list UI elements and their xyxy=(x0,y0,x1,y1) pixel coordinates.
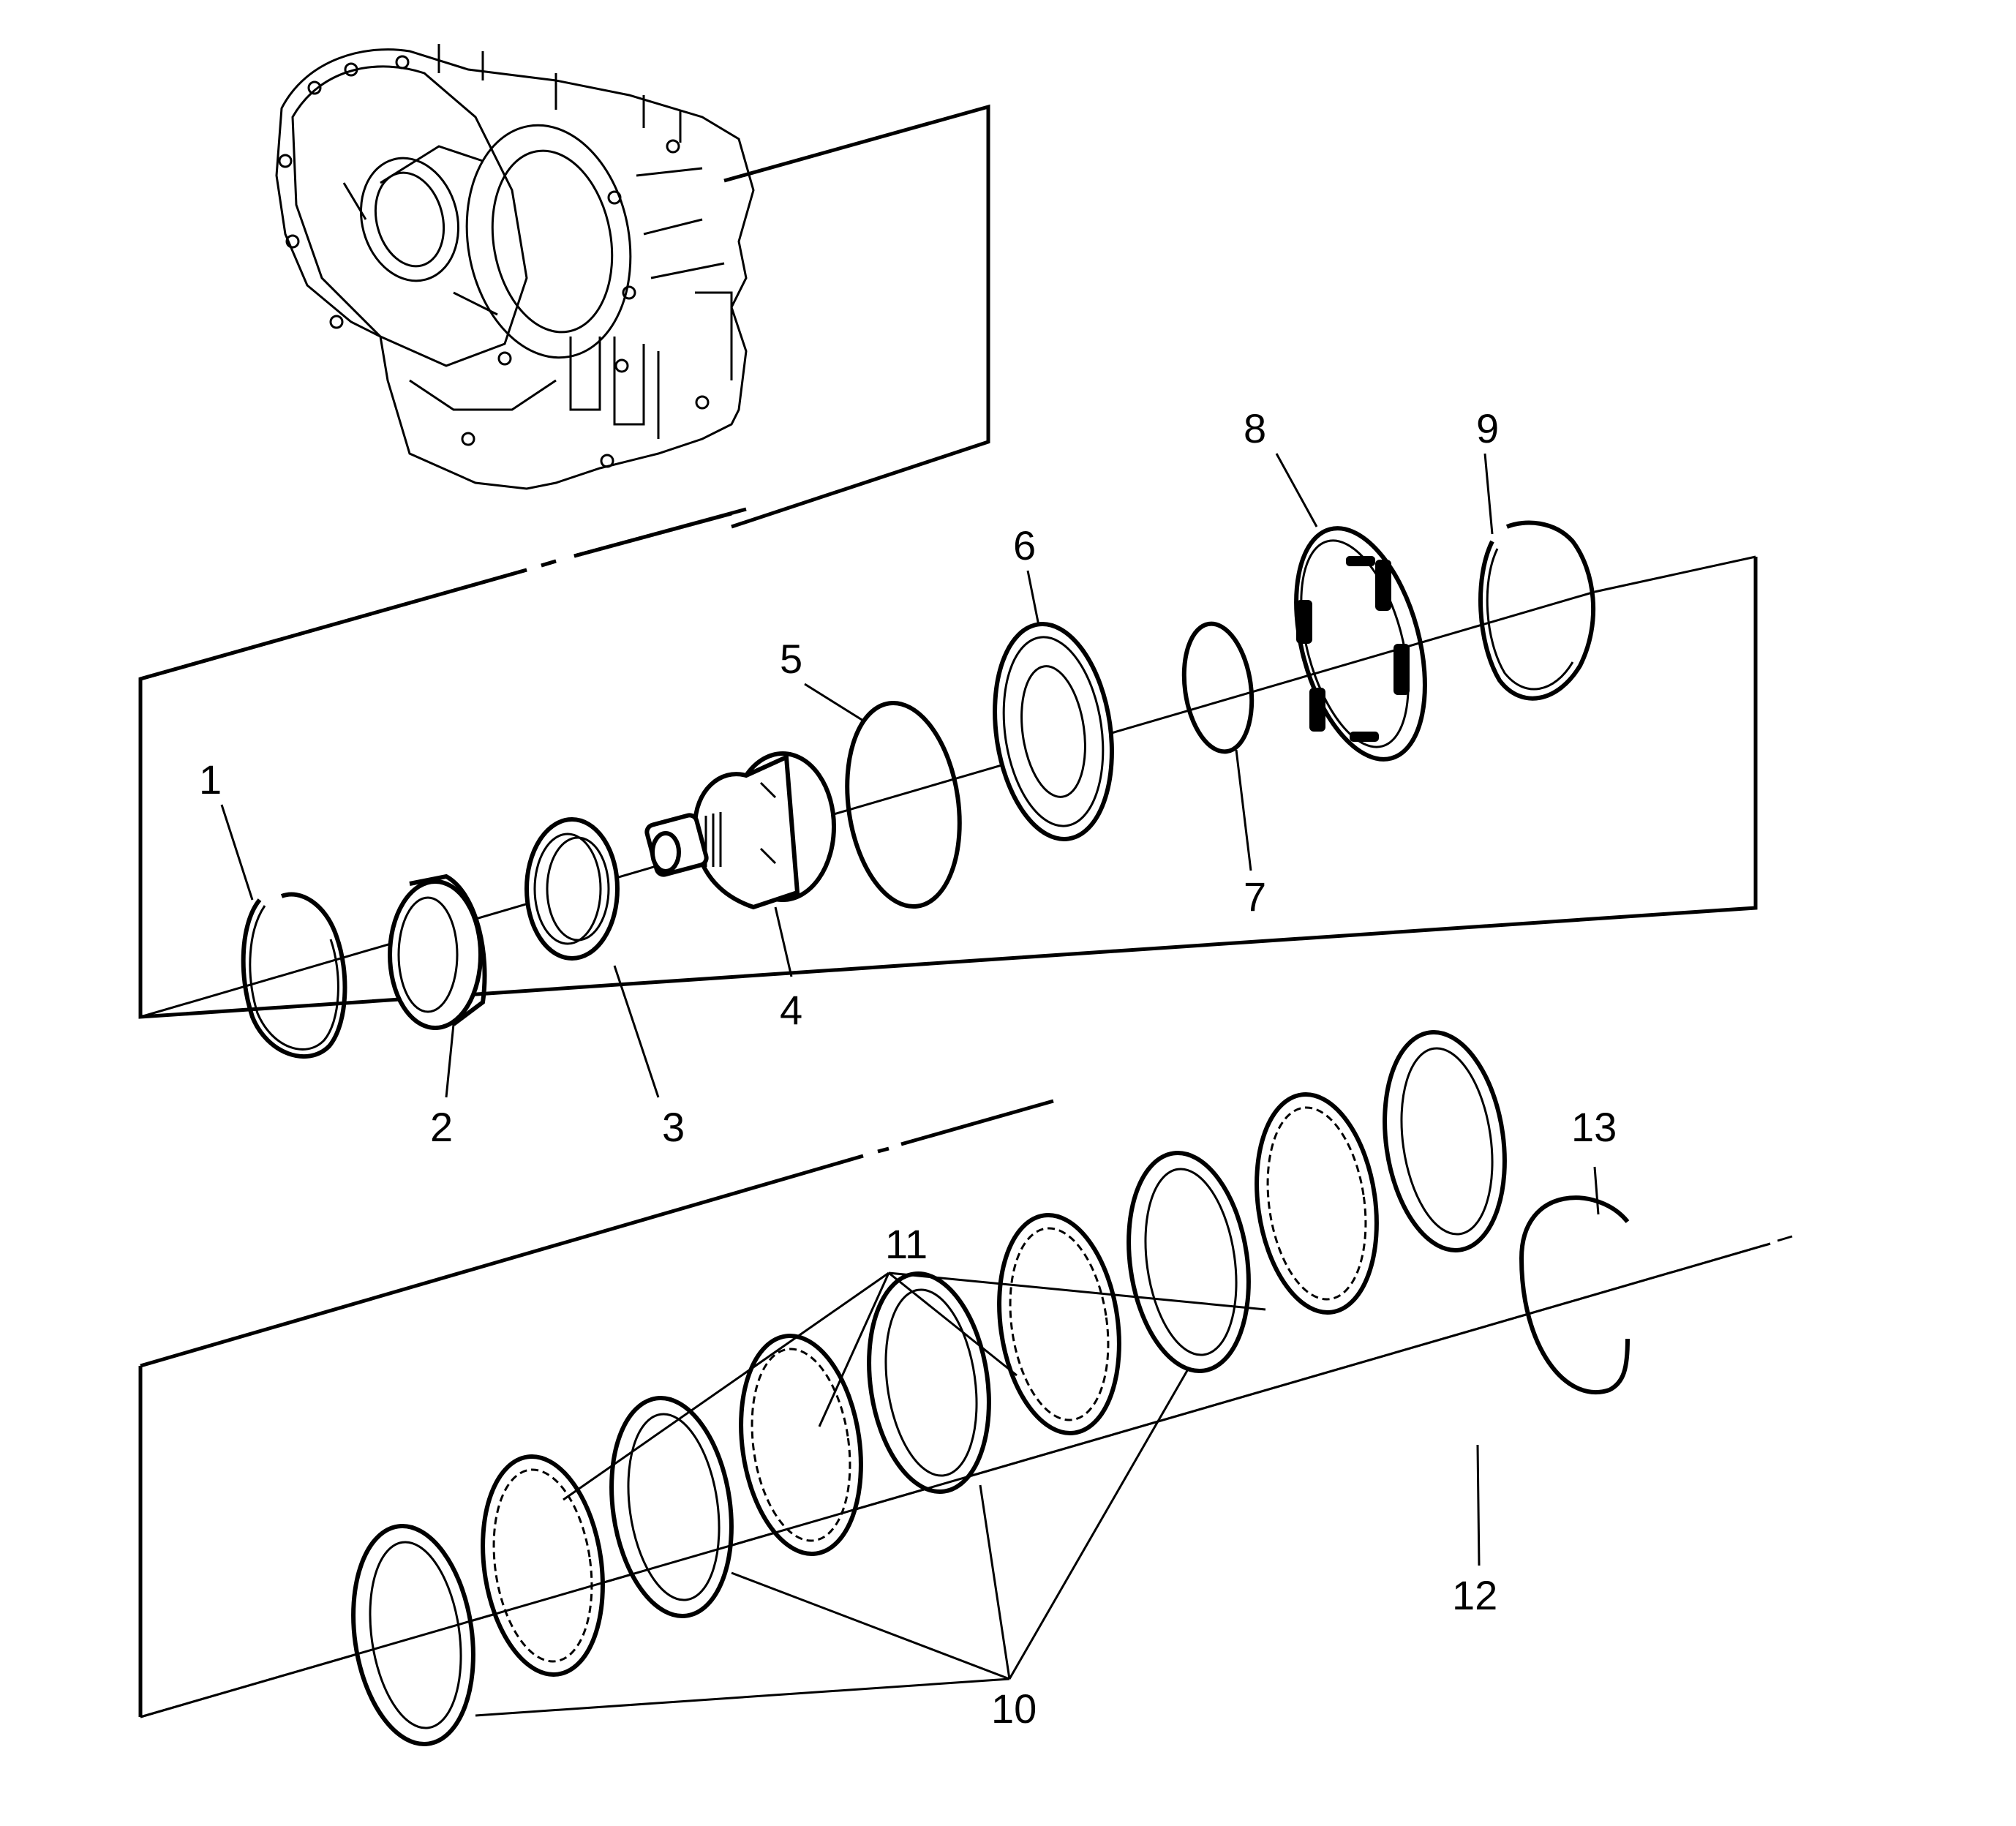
callout-6: 6 xyxy=(1013,522,1036,568)
friction-plate xyxy=(1255,1092,1379,1315)
callout-8: 8 xyxy=(1244,405,1266,451)
callout-2: 2 xyxy=(430,1104,453,1150)
part-4-planetary-carrier xyxy=(644,751,836,910)
part-1-snap-ring xyxy=(241,892,347,1059)
part-6-piston xyxy=(993,622,1114,841)
friction-plate xyxy=(997,1213,1121,1435)
callout-1: 1 xyxy=(199,756,222,803)
callout-labels: 1 2 3 4 5 6 7 8 9 10 11 12 13 xyxy=(199,405,1617,1732)
part-5-seal-ring xyxy=(845,700,962,909)
part-13-snap-ring xyxy=(1519,1195,1630,1395)
callout-4: 4 xyxy=(780,987,802,1033)
part-2-bearing-race xyxy=(388,873,487,1030)
backing-plate xyxy=(1383,1030,1507,1252)
steel-plate xyxy=(609,1396,734,1618)
callout-13: 13 xyxy=(1571,1104,1617,1150)
callout-11: 11 xyxy=(885,1221,928,1267)
friction-plate xyxy=(739,1334,863,1556)
part-3-bearing xyxy=(524,817,620,961)
transmission-housing xyxy=(275,44,990,529)
part-8-spring-assembly xyxy=(1294,526,1427,762)
upper-panel-top-edge xyxy=(140,511,732,681)
steel-plate xyxy=(867,1271,991,1494)
leader-lines xyxy=(220,453,1600,1717)
clutch-plate-stack xyxy=(140,1030,1771,1746)
callout-7: 7 xyxy=(1244,873,1266,920)
steel-plate xyxy=(1127,1151,1251,1373)
part-9-snap-ring xyxy=(1478,520,1596,701)
steel-plate xyxy=(351,1524,475,1746)
callout-3: 3 xyxy=(662,1104,685,1150)
friction-plate xyxy=(481,1454,605,1677)
callout-10: 10 xyxy=(991,1686,1037,1732)
part-7-seal-ring xyxy=(1181,621,1255,754)
callout-12: 12 xyxy=(1452,1572,1497,1618)
callout-5: 5 xyxy=(780,636,802,682)
callout-9: 9 xyxy=(1476,405,1499,451)
